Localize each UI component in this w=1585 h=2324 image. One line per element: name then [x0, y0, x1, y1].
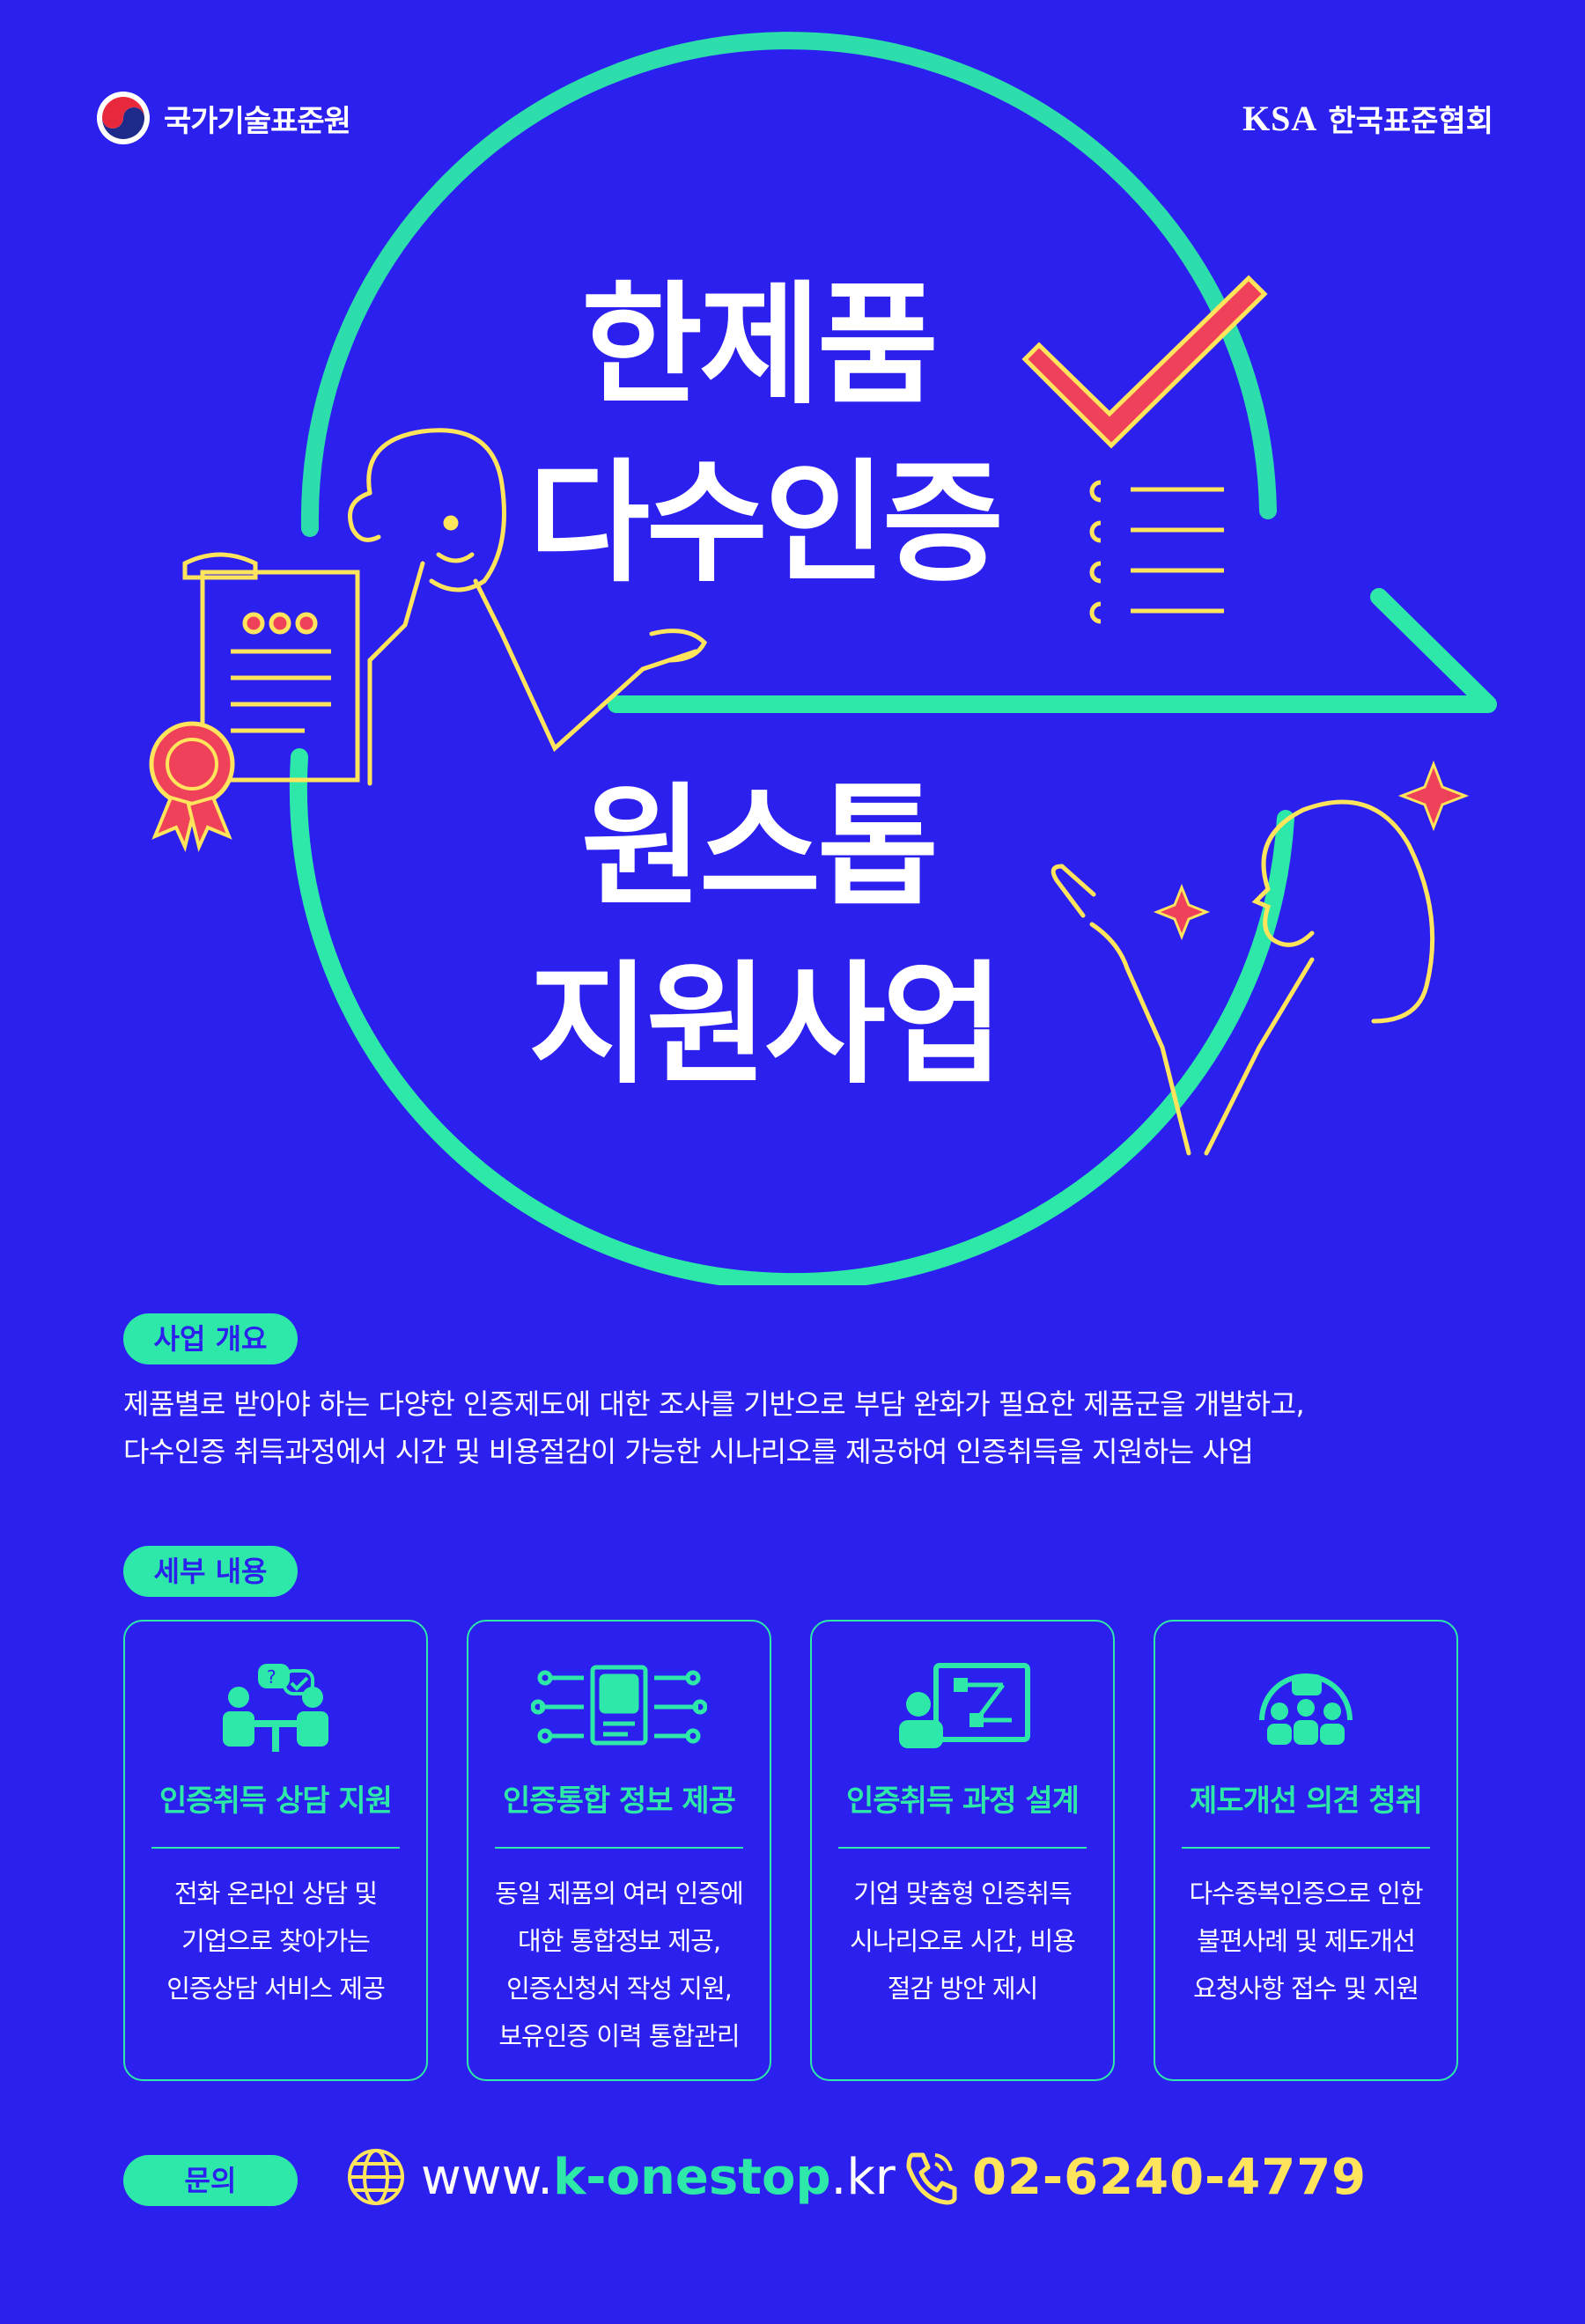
card-line: 대한 통합정보 제공, [517, 1926, 721, 1956]
card-line: 기업으로 찾아가는 [181, 1926, 371, 1956]
logo-ksa: KSA 한국표준협회 [1242, 97, 1493, 140]
hero-title-line3: 원스톱 [581, 771, 939, 924]
url-main: k-onestop [553, 2148, 831, 2206]
sparkle-icon [1153, 883, 1211, 941]
website-url[interactable]: www.k-onestop.kr [421, 2149, 896, 2206]
detail-card-process-design: 인증취득 과정 설계 기업 맞춤형 인증취득 시나리오로 시간, 비용 절감 방… [810, 1620, 1115, 2081]
contact-label: 문의 [123, 2155, 298, 2206]
taegeuk-emblem-icon [97, 92, 150, 144]
globe-icon [348, 2149, 404, 2205]
card-line: 기업 맞춤형 인증취득 [853, 1879, 1073, 1908]
overview-line: 제품별로 받아야 하는 다양한 인증제도에 대한 조사를 기반으로 부담 완화가… [123, 1387, 1305, 1421]
org-right-abbr: KSA [1242, 99, 1318, 138]
org-left-name: 국가기술표준원 [164, 103, 351, 139]
hero-illustration [149, 31, 1497, 1285]
checklist-icon [1089, 480, 1224, 624]
overview-text: 제품별로 받아야 하는 다양한 인증제도에 대한 조사를 기반으로 부담 완화가… [123, 1380, 1479, 1475]
award-seal-icon [149, 721, 235, 853]
presentation-flow-icon [899, 1663, 1030, 1748]
overview-label: 사업 개요 [123, 1313, 298, 1364]
phone-contact[interactable]: 02-6240-4779 [900, 2146, 1367, 2208]
svg-text:?: ? [267, 1666, 276, 1688]
sparkle-icon [1397, 760, 1470, 832]
card-divider [838, 1847, 1087, 1849]
url-suffix: .kr [830, 2148, 896, 2206]
card-line: 동일 제품의 여러 인증에 [495, 1879, 743, 1908]
detail-card-feedback: 제도개선 의견 청취 다수중복인증으로 인한 불편사례 및 제도개선 요청사항 … [1154, 1620, 1458, 2081]
hero-title-line1: 한제품 [581, 269, 939, 423]
card-title: 제도개선 의견 청취 [1190, 1783, 1423, 1819]
card-line: 전화 온라인 상담 및 [173, 1879, 378, 1908]
org-right-name: 한국표준협회 [1328, 104, 1493, 139]
man-illustration [348, 428, 708, 786]
detail-card-integrated-info: 인증통합 정보 제공 동일 제품의 여러 인증에 대한 통합정보 제공, 인증신… [467, 1620, 771, 2081]
card-description: 다수중복인증으로 인한 불편사례 및 제도개선 요청사항 접수 및 지원 [1166, 1870, 1446, 2012]
card-line: 보유인증 이력 통합관리 [498, 2021, 740, 2051]
check-mark-icon [1021, 275, 1268, 449]
group-feedback-icon [1259, 1673, 1353, 1745]
hero-title-line4: 지원사업 [528, 949, 1004, 1102]
card-line: 시나리오로 시간, 비용 [850, 1926, 1076, 1956]
card-line: 절감 방안 제시 [887, 1974, 1039, 2004]
website-link[interactable]: www.k-onestop.kr [345, 2146, 896, 2208]
hero-title-line2: 다수인증 [528, 447, 1004, 600]
card-divider [151, 1847, 400, 1849]
ring-top-arc [300, 31, 1277, 537]
card-description: 동일 제품의 여러 인증에 대한 통합정보 제공, 인증신청서 작성 지원, 보… [479, 1870, 759, 2060]
card-line: 다수중복인증으로 인한 [1189, 1879, 1423, 1908]
card-line: 불편사례 및 제도개선 [1197, 1926, 1416, 1956]
woman-illustration [1051, 799, 1435, 1156]
card-title: 인증취득 상담 지원 [159, 1783, 393, 1819]
consulting-people-icon: ? [223, 1664, 328, 1752]
card-description: 전화 온라인 상담 및 기업으로 찾아가는 인증상담 서비스 제공 [136, 1870, 416, 2012]
logo-kats: 국가기술표준원 [95, 90, 351, 146]
card-description: 기업 맞춤형 인증취득 시나리오로 시간, 비용 절감 방안 제시 [822, 1870, 1102, 2012]
url-prefix: www. [421, 2148, 554, 2206]
integrated-document-icon [531, 1665, 707, 1746]
certificate-icon [182, 552, 360, 783]
phone-icon [906, 2152, 957, 2205]
card-line: 인증상담 서비스 제공 [166, 1974, 386, 2004]
card-title: 인증통합 정보 제공 [503, 1783, 736, 1819]
phone-number[interactable]: 02-6240-4779 [972, 2148, 1368, 2206]
details-label: 세부 내용 [123, 1546, 298, 1597]
card-divider [1182, 1847, 1430, 1849]
card-line: 인증신청서 작성 지원, [506, 1974, 733, 2004]
ring-arrow [608, 588, 1497, 713]
card-divider [495, 1847, 743, 1849]
ring-bottom-arc [289, 748, 1294, 1285]
detail-card-consulting: ? 인증취득 상담 지원 전화 온라인 상담 및 기업으로 찾아가는 인증상담 … [123, 1620, 428, 2081]
card-line: 요청사항 접수 및 지원 [1193, 1974, 1419, 2004]
overview-line: 다수인증 취득과정에서 시간 및 비용절감이 가능한 시나리오를 제공하여 인증… [123, 1435, 1254, 1468]
card-title: 인증취득 과정 설계 [846, 1783, 1080, 1819]
